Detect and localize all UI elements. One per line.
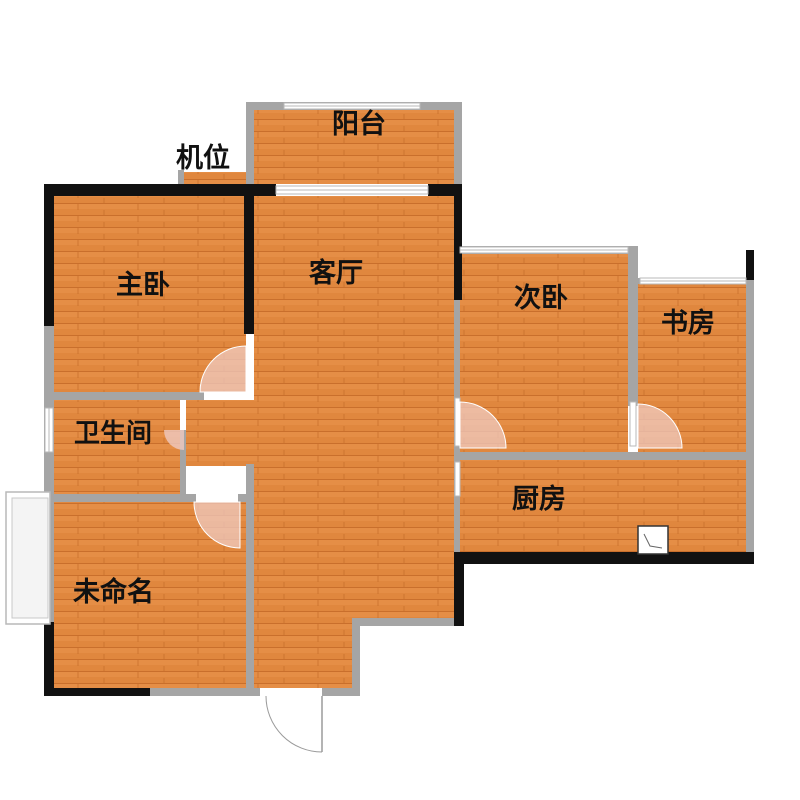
balcony-floor [252,110,454,184]
windows [5,102,747,625]
kitchen-floor [460,460,746,552]
balcony-window [283,102,421,110]
ext-wall-right-top [746,250,754,280]
ext-wall-top-left [44,184,276,196]
living-step-wall-vertical [352,618,360,696]
ac-unit-wall-left [178,170,184,186]
bathroom-window [44,407,54,453]
ext-wall-kitchen-bottom [454,552,754,564]
entrance-door [260,688,323,753]
second-bedroom-window [459,246,629,254]
rooms-kitchen-wall [460,452,754,460]
ext-wall-living-right [454,184,462,300]
ext-wall-left-bottom [44,622,54,696]
study-window [639,277,747,285]
room-label-ac-unit: 机位 [176,142,230,174]
living-window [275,185,429,195]
kitchen-sink-icon [637,525,669,555]
doors [164,345,683,753]
second-bedroom-door [459,401,507,449]
room-label-unnamed: 未命名 [73,576,154,608]
study-left-window [629,401,637,447]
room-label-balcony: 阳台 [332,108,386,140]
living-room-floor [186,196,454,688]
living-step-wall-horizontal [352,618,456,626]
living-right-window [454,397,461,447]
bottom-wall-grey-right [322,688,360,696]
master-bedroom-door [199,345,247,393]
room-label-bathroom: 卫生间 [74,419,152,449]
bay-window [5,491,51,625]
ext-wall-master-living [244,184,254,334]
bath-unnamed-wall-right [238,494,248,502]
room-labels: 阳台 机位 主卧 客厅 次卧 书房 卫生间 厨房 未命名 [73,108,715,608]
second-bedroom-right-wall [628,246,638,406]
ext-wall-bottom [44,688,150,696]
ext-wall-living-step [454,556,464,626]
exterior-walls [44,184,754,696]
room-label-master-bedroom: 主卧 [116,270,170,301]
ext-wall-left [44,184,54,326]
unnamed-living-wall [246,464,254,690]
bathroom-floor [54,400,180,494]
room-label-living-room: 客厅 [309,257,363,289]
room-label-second-bedroom: 次卧 [514,283,568,314]
ext-wall-top-right [428,184,462,196]
balcony-wall-right [454,102,462,186]
bath-unnamed-wall [54,494,196,502]
bottom-wall-grey [150,688,260,696]
ac-unit-floor [184,172,246,184]
study-door [637,403,683,449]
master-bath-wall [54,392,204,400]
study-right-wall [746,250,754,552]
balcony-wall-left [246,102,254,186]
kitchen-left-window [454,461,461,497]
room-label-study: 书房 [661,308,715,339]
bathroom-door [164,430,184,450]
unnamed-room-door [193,501,241,549]
room-label-kitchen: 厨房 [512,484,566,515]
bath-right-wall [180,430,186,496]
